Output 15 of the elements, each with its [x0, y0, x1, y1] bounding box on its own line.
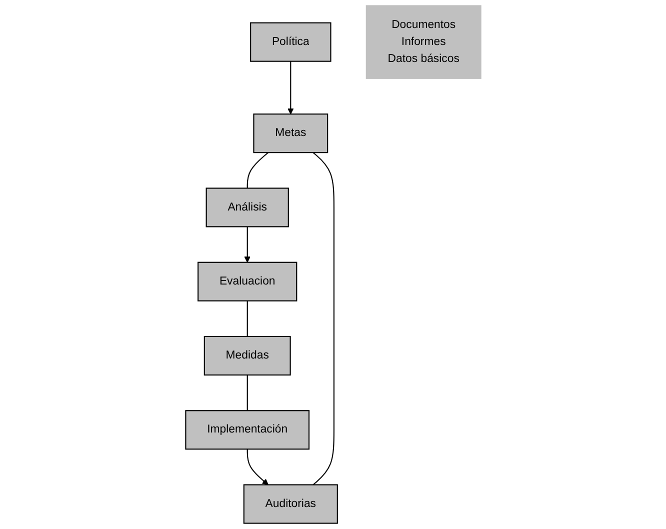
node-box: Auditorias	[243, 484, 338, 524]
arrow	[244, 226, 250, 263]
node-box: Implementación	[184, 410, 310, 450]
node-box: Evaluacion	[197, 262, 297, 302]
arrow	[287, 61, 294, 114]
connector	[246, 300, 248, 336]
node-box: Metas	[252, 114, 328, 154]
arrow	[246, 449, 268, 486]
connector	[246, 152, 268, 188]
connector	[246, 375, 248, 411]
connector	[312, 152, 334, 486]
node-box: Política	[250, 22, 332, 62]
node-box: Análisis	[206, 188, 289, 228]
node-box: Medidas	[204, 336, 291, 376]
node-box: Documentos Informes Datos básicos	[366, 5, 482, 79]
